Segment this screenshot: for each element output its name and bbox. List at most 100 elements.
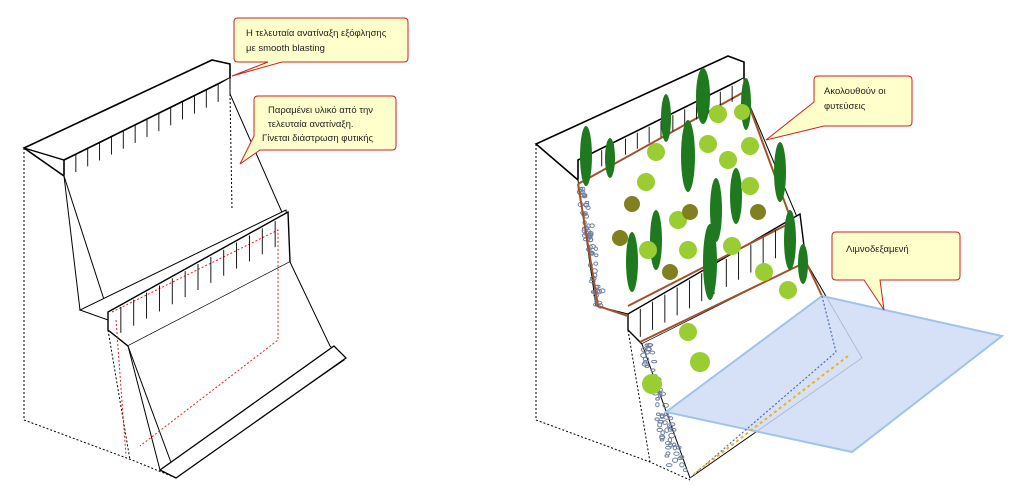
- gravel-stone: [675, 445, 682, 450]
- callout-pond-box: [831, 231, 961, 311]
- shrub-light: [637, 173, 655, 191]
- gravel-stone: [650, 368, 656, 372]
- soil-left-edge: [577, 183, 629, 317]
- gravel-stone: [593, 246, 599, 251]
- gravel-stone: [657, 420, 665, 424]
- callout-material: Παραμένει υλικό από την τελευταία ανατίν…: [239, 95, 397, 165]
- shrub-olive: [750, 204, 766, 220]
- callout-blasting-line2: με smooth blasting: [246, 43, 325, 54]
- pond-water-surface: [663, 294, 1005, 454]
- soil-lower-bench: [639, 261, 807, 343]
- gravel-stone: [642, 356, 650, 362]
- tree-cypress: [710, 178, 722, 242]
- gravel-stone: [665, 451, 671, 456]
- shrub-light: [669, 211, 687, 229]
- top-face-inner-line: [63, 175, 109, 313]
- shrub-light: [709, 105, 727, 123]
- callout-blasting: Η τελευταία ανατίναξη εξόφλησης με smoot…: [231, 17, 409, 77]
- callout-blasting-line1: Η τελευταία ανατίναξη εξόφλησης: [246, 28, 387, 39]
- gravel-stone: [659, 391, 666, 397]
- tree-cypress: [696, 68, 710, 124]
- gravel-stone: [682, 468, 688, 473]
- tree-cypress: [605, 138, 615, 178]
- gravel-stone: [668, 416, 674, 421]
- gravel-stone: [665, 463, 673, 467]
- callout-material-box: [239, 95, 397, 165]
- gravel-stone: [654, 417, 660, 421]
- callout-material-line2: τελευταία ανατίναξη.: [268, 119, 354, 130]
- gravel-stone: [672, 457, 679, 463]
- gravel-stone: [670, 428, 677, 432]
- shrub-light: [719, 151, 737, 169]
- shrub-light: [741, 137, 759, 155]
- gravel-stone: [587, 230, 594, 237]
- top-bench-hatching: [75, 83, 219, 173]
- left-red-soil-lines: [111, 229, 279, 457]
- tree-cypress: [798, 244, 808, 284]
- soil-right-edge: [805, 261, 823, 297]
- callout-pond: Λιμνοδεξαμενή: [831, 231, 961, 311]
- shrub-light: [647, 143, 665, 161]
- shrub-light: [699, 135, 717, 153]
- gravel-stone: [660, 430, 665, 436]
- gravel-stone: [655, 412, 661, 417]
- gravel-stone: [597, 288, 602, 295]
- top-bench-crest: [23, 77, 231, 161]
- gravel-stone: [646, 346, 652, 352]
- tree-cypress: [730, 168, 742, 224]
- red-dotted-lower: [115, 319, 127, 457]
- tree-cypress: [703, 224, 717, 300]
- shrub-light: [690, 352, 710, 372]
- left-inner-dotted-2: [107, 329, 131, 461]
- gravel-stone: [662, 402, 669, 408]
- callout-plantings: Ακολουθούν οι φυτεύσεις: [765, 75, 913, 141]
- gravel-stone: [595, 300, 603, 306]
- tree-cypress: [650, 210, 662, 270]
- pond-water-line: [693, 355, 849, 475]
- gravel-stone: [585, 205, 591, 210]
- shrub-light: [755, 263, 773, 281]
- vegetation-plantings: [580, 68, 808, 394]
- shrub-light: [679, 323, 697, 341]
- tree-cypress: [784, 210, 796, 270]
- gravel-stone: [659, 414, 665, 420]
- shrub-olive: [682, 204, 698, 220]
- shrub-light: [639, 241, 657, 259]
- gravel-stone: [673, 451, 680, 456]
- shrub-light: [779, 281, 797, 299]
- callout-plantings-line1: Ακολουθούν οι: [824, 86, 886, 97]
- gravel-stone: [589, 223, 595, 228]
- shrub-light: [734, 104, 750, 120]
- gravel-stone: [659, 437, 665, 442]
- left-hidden-edges: [23, 93, 233, 479]
- gravel-stone: [656, 427, 663, 433]
- gravel-stone: [679, 462, 685, 468]
- callout-pond-line1: Λιμνοδεξαμενή: [846, 244, 909, 255]
- gravel-stone: [593, 261, 599, 266]
- tree-cypress: [774, 142, 786, 202]
- middle-bench-hatching: [120, 221, 276, 333]
- gravel-stone: [589, 244, 596, 250]
- gravel-stone: [581, 194, 588, 199]
- gravel-stone: [655, 397, 660, 401]
- right-hidden-edges: [535, 144, 691, 481]
- lower-face-inner: [127, 345, 161, 471]
- gravel-stone: [667, 437, 673, 443]
- right-back-edge: [535, 144, 691, 481]
- red-dotted-upper: [111, 229, 279, 447]
- gravel-stone: [658, 391, 663, 396]
- shrub-olive: [624, 196, 640, 212]
- tree-cypress: [741, 78, 751, 130]
- tree-cypress: [626, 232, 638, 292]
- left-back-edge: [23, 148, 177, 479]
- tree-cypress: [580, 126, 592, 186]
- shrub-olive: [662, 264, 678, 280]
- shrub-light: [723, 237, 741, 255]
- gravel-stone: [665, 445, 672, 450]
- left-inner-dotted: [229, 93, 233, 211]
- shrub-light: [741, 177, 759, 195]
- callout-plantings-line2: φυτεύσεις: [824, 101, 866, 112]
- callout-blasting-box: [231, 17, 409, 77]
- gravel-stone: [594, 253, 599, 258]
